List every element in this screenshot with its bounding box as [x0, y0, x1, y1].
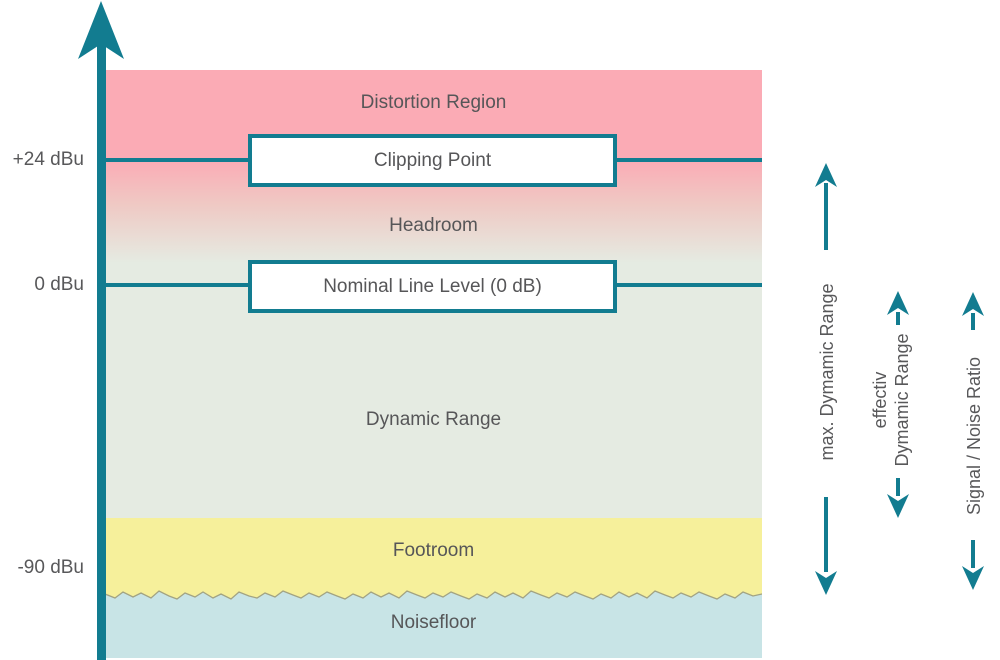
- distortion-region-label: Distortion Region: [360, 92, 507, 113]
- nominal-level-line-right: [614, 283, 762, 287]
- clipping-point-label: Clipping Point: [373, 149, 492, 171]
- max-dynamic-range-label: max. Dymamic Range: [817, 283, 837, 461]
- effective-label-line2: Dymamic Range: [892, 333, 912, 467]
- effective-label-line1: effectiv: [870, 371, 890, 429]
- snr-arrowhead-up-icon: [962, 292, 984, 316]
- snr-line-top: [971, 313, 975, 330]
- max-range-arrowhead-down-icon: [815, 571, 837, 595]
- tick-label-minus90dbu: -90 dBu: [17, 557, 84, 578]
- y-axis-line: [97, 34, 106, 660]
- effective-range-line-top: [896, 312, 900, 325]
- clipping-level-line-left: [105, 158, 251, 162]
- dynamic-range-label: Dynamic Range: [365, 409, 502, 430]
- max-range-arrowhead-up-icon: [815, 163, 837, 187]
- effective-dynamic-range-label: effectiv Dymamic Range: [869, 320, 913, 480]
- nominal-line-level-label: Nominal Line Level (0 dB): [323, 275, 542, 297]
- footroom-label: Footroom: [392, 540, 475, 561]
- effective-range-arrowhead-up-icon: [887, 291, 909, 315]
- noisefloor-region: [105, 590, 762, 658]
- max-range-line-top: [824, 183, 828, 250]
- tick-label-plus24dbu: +24 dBu: [12, 149, 84, 170]
- dynamic-range-region: [105, 272, 762, 518]
- headroom-label: Headroom: [389, 215, 478, 236]
- effective-range-arrowhead-down-icon: [887, 494, 909, 518]
- snr-line-bottom: [971, 540, 975, 568]
- effective-range-line-bottom: [896, 478, 900, 496]
- nominal-level-line-left: [105, 283, 251, 287]
- clipping-level-line-right: [614, 158, 762, 162]
- axis-arrow-up-icon: [78, 1, 124, 59]
- snr-arrowhead-down-icon: [962, 566, 984, 590]
- signal-noise-ratio-label: Signal / Noise Ratio: [964, 356, 984, 516]
- tick-label-0dbu: 0 dBu: [34, 274, 84, 295]
- max-range-line-bottom: [824, 497, 828, 572]
- clipping-point-box: Clipping Point: [248, 134, 617, 187]
- noisefloor-label: Noisefloor: [390, 612, 477, 633]
- nominal-line-level-box: Nominal Line Level (0 dB): [248, 260, 617, 313]
